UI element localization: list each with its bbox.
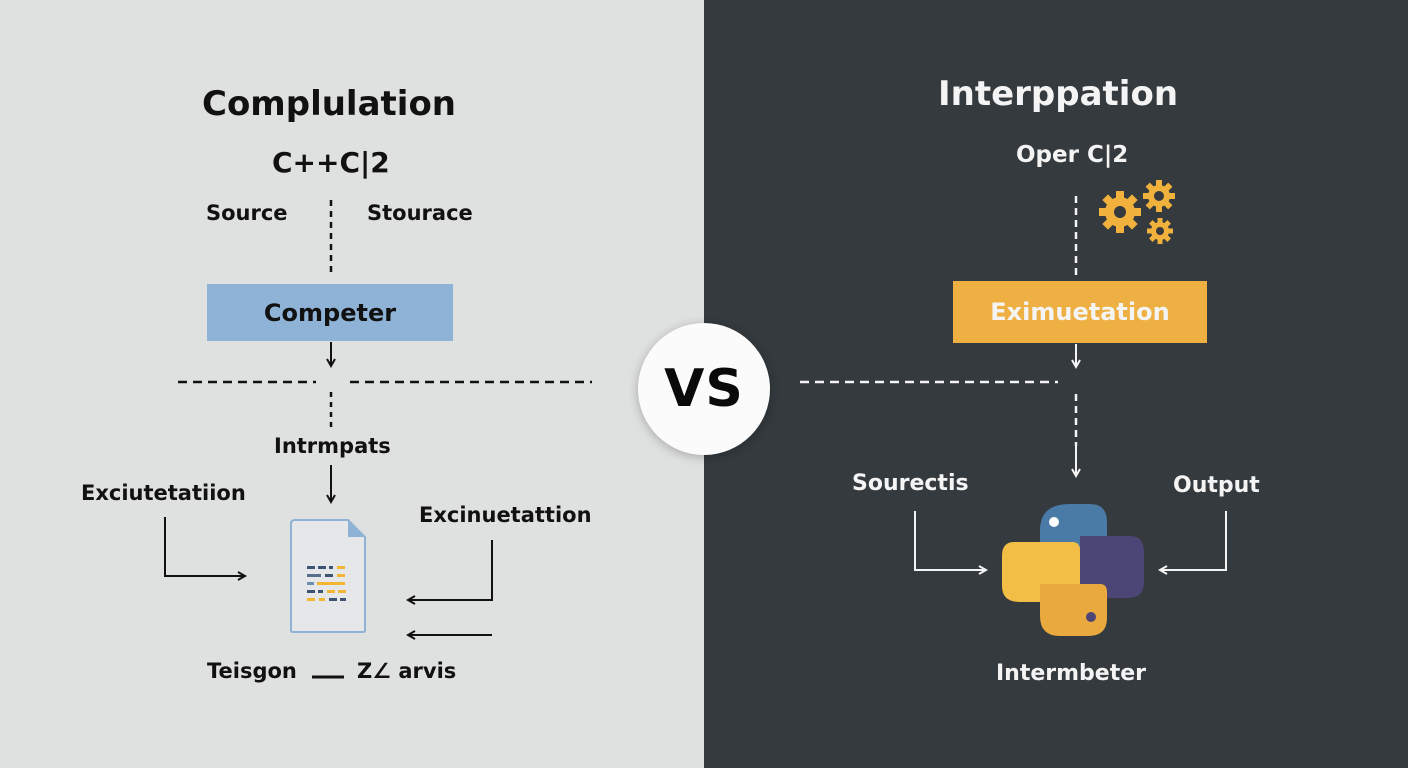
execution-box: Eximuetation bbox=[953, 281, 1207, 343]
interpreter-label: Intermbeter bbox=[996, 661, 1147, 686]
compiler-box-label: Competer bbox=[263, 298, 397, 327]
execution-label-left: Exciutetatiion bbox=[81, 481, 246, 505]
execution-box-label: Eximuetation bbox=[990, 298, 1170, 326]
interpretation-language: Oper C|2 bbox=[1016, 142, 1129, 168]
compilation-title: Complulation bbox=[202, 84, 457, 124]
compilation-language: C++C|2 bbox=[272, 146, 390, 179]
execution-label-right: Excinuetattion bbox=[419, 503, 592, 527]
output-label: Output bbox=[1173, 473, 1260, 498]
footer-label-left: Teisgon bbox=[207, 659, 297, 683]
vs-label: VS bbox=[664, 359, 744, 419]
interpretation-title: Interppation bbox=[938, 74, 1179, 114]
source-label-right: Stourace bbox=[367, 201, 473, 225]
inputs-label: Intrmpats bbox=[274, 434, 391, 458]
compilation-panel bbox=[0, 0, 704, 768]
vs-badge: VS bbox=[638, 323, 770, 455]
compiler-box: Competer bbox=[207, 284, 453, 341]
source-label-left: Source bbox=[206, 201, 288, 225]
interpretation-panel bbox=[704, 0, 1408, 768]
footer-label-right: Z∠ arvis bbox=[357, 659, 457, 683]
source-label: Sourectis bbox=[852, 471, 969, 496]
